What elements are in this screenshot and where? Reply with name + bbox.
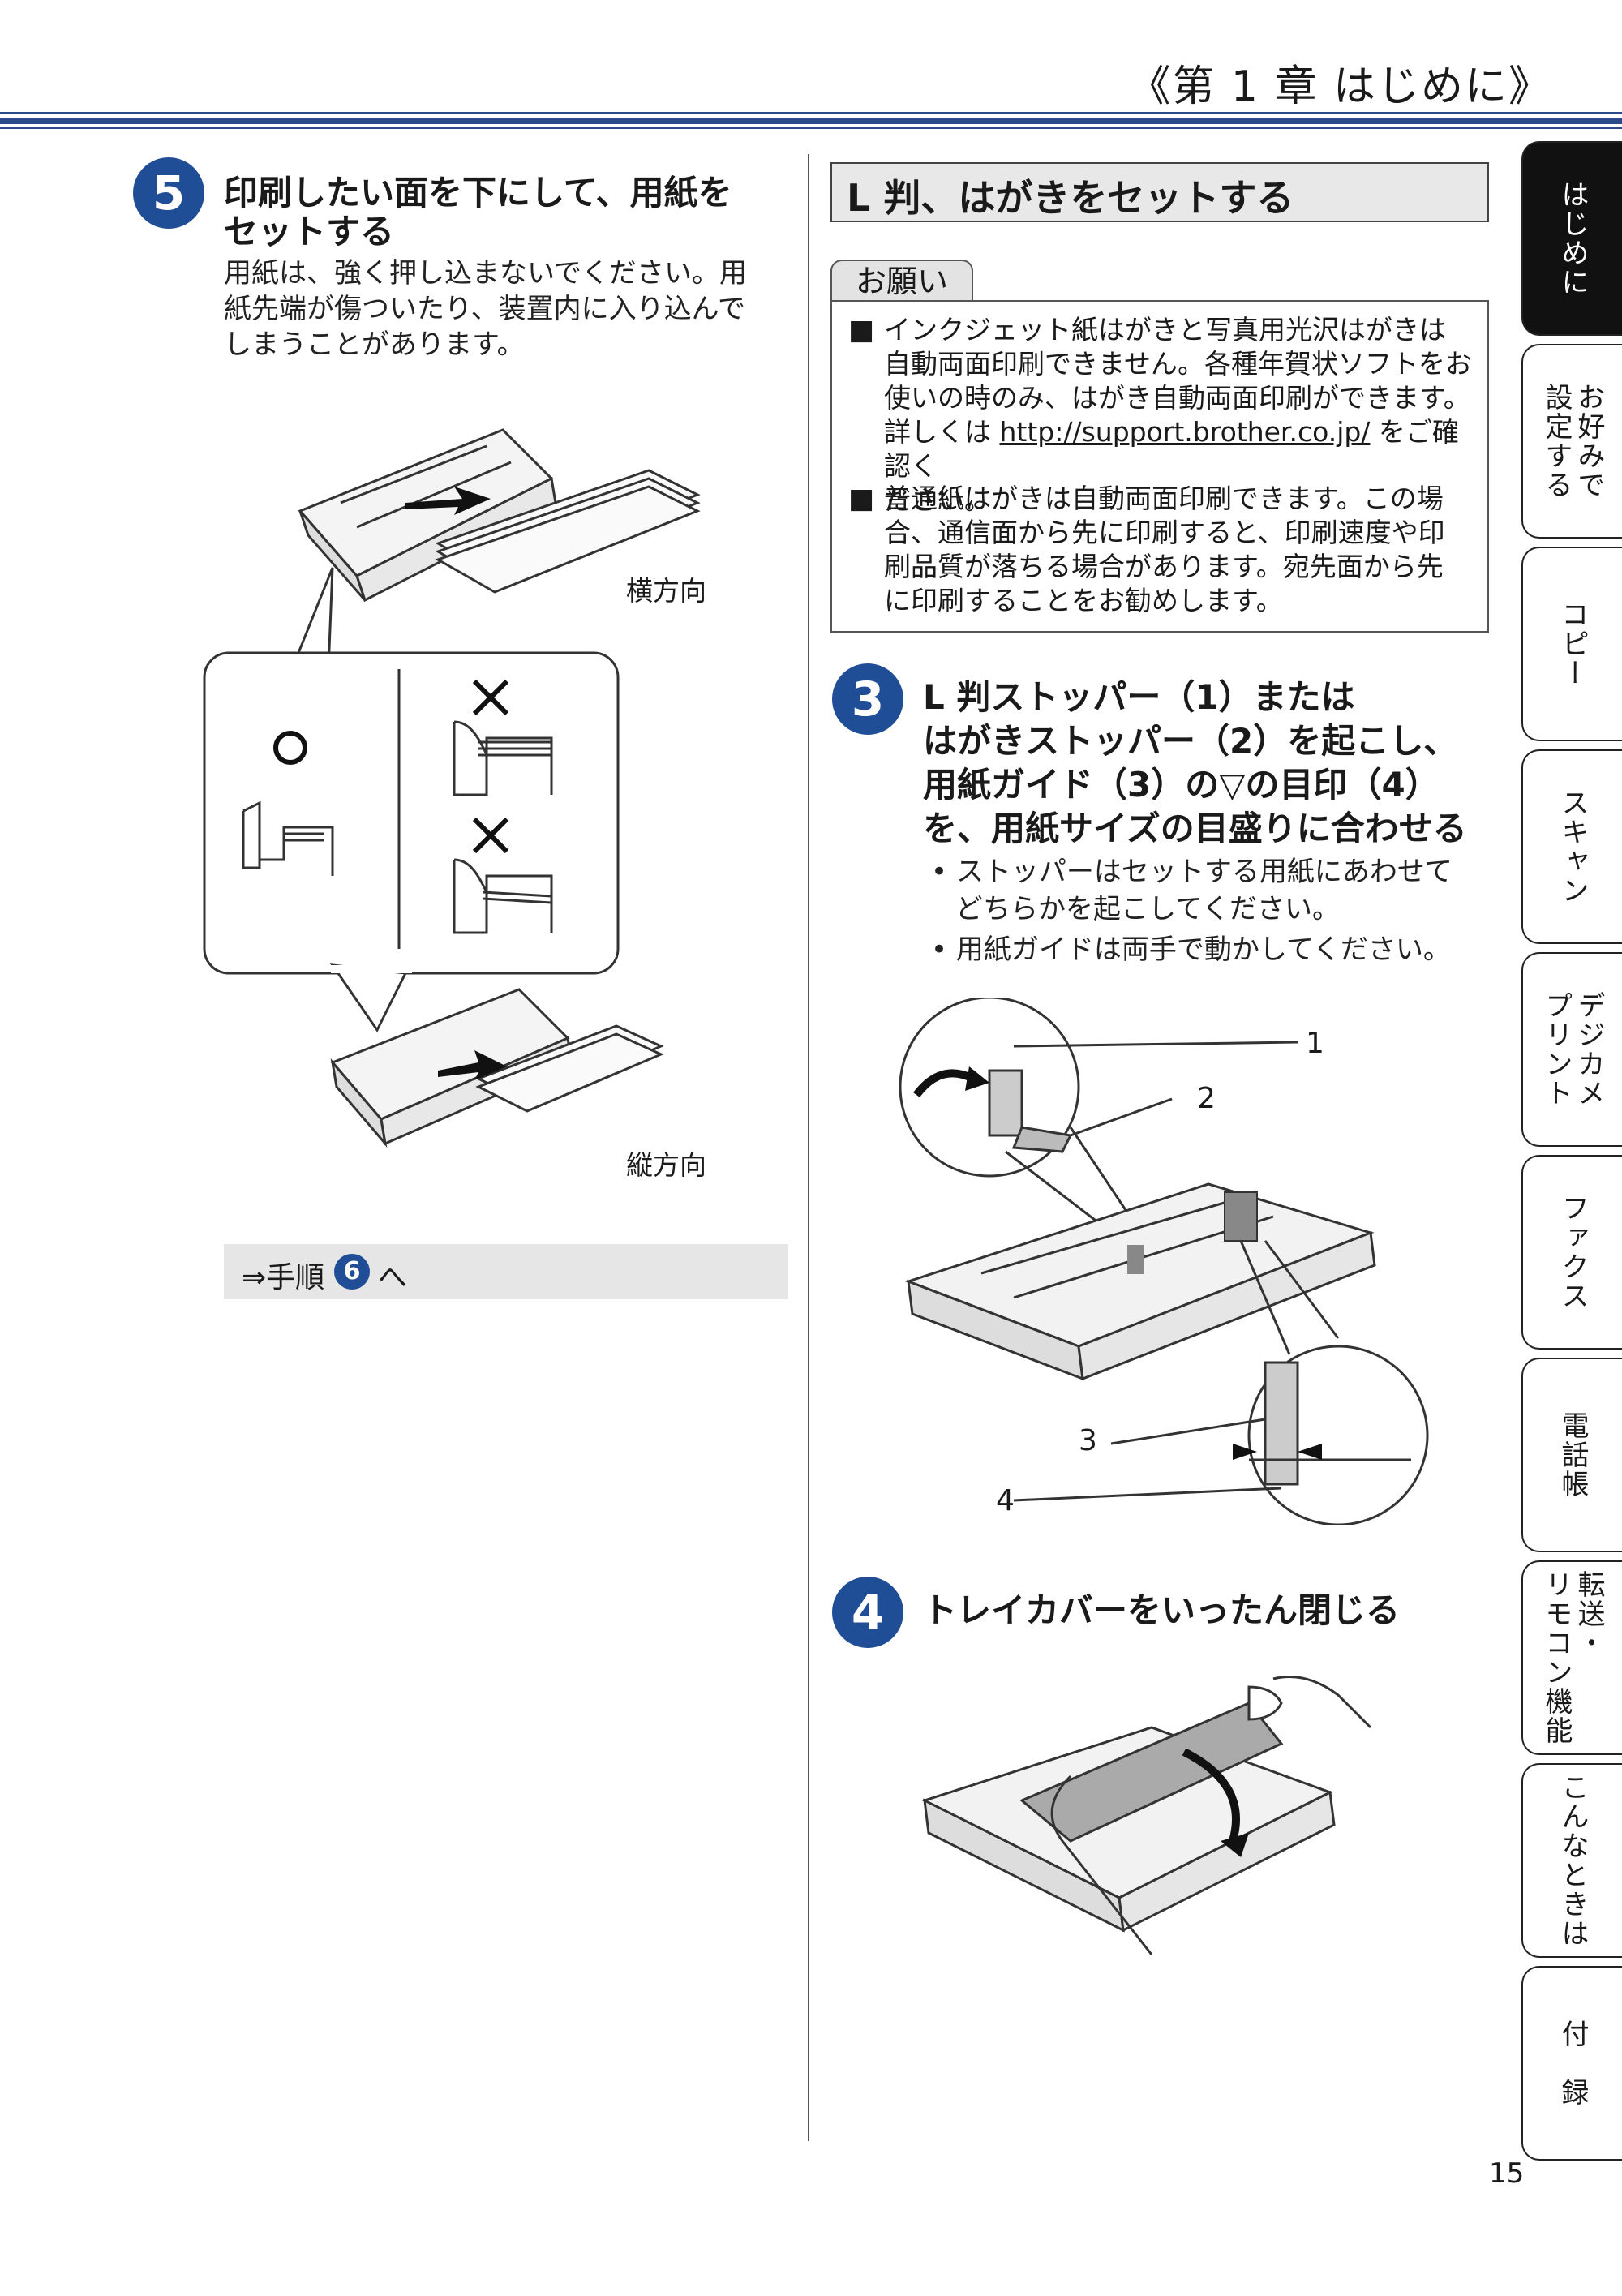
close-tray-cover-illustration [921,1676,1372,1955]
step-5-title-line2: セットする [224,212,395,251]
notice-item-2: ■ 普通紙はがきは自動両面印刷できます。この場 合、通信面から先に印刷すると、印… [848,482,1473,618]
ok-mark [273,731,307,765]
notice-bullet: ■ [848,314,875,346]
side-tab-troubleshooting[interactable]: こんなときは [1521,1763,1622,1958]
notice-item-2-line1: 普通紙はがきは自動両面印刷できます。この場 [884,483,1444,514]
callout-2: 2 [1197,1082,1216,1115]
support-url-link[interactable]: http://support.brother.co.jp/ [999,416,1371,448]
goto-step-badge: 6 [334,1254,370,1290]
step-5-body-line2: 紙先端が傷ついたり、装置内に入り込んで [224,293,745,325]
step-3-badge: 3 [832,663,903,735]
detail-callout-bubble [203,651,620,975]
notice-item-1-line3: 使いの時のみ、はがき自動両面印刷ができます。 [884,382,1470,414]
step-3-bullet-2: • 用紙ガイドは両手で動かしてください。 [931,933,1451,966]
notice-box: ■ インクジェット紙はがきと写真用光沢はがきは 自動両面印刷できません。各種年賀… [830,300,1489,633]
callout-1: 1 [1306,1027,1324,1060]
callout-3: 3 [1079,1424,1097,1457]
side-tab-label: はじめに [1556,180,1589,297]
step-3-bullet-1-line1: ストッパーはセットする用紙にあわせて [955,856,1453,888]
notice-pre-link: 詳しくは [884,416,1000,448]
notice-bullet: ■ [848,483,875,515]
header-rule-bottom [0,127,1622,129]
incorrect-insertion-detail-2 [453,858,553,934]
side-tab-label: 電話帳 [1556,1411,1589,1499]
side-tab-label: スキャン [1556,788,1589,905]
step-5-title-line1: 印刷したい面を下にして、用紙を [224,173,732,212]
step-5-badge: 5 [133,157,204,229]
side-tab-appendix[interactable]: 付 録 [1521,1966,1622,2161]
goto-prefix: ⇒手順 [242,1261,325,1294]
page-number: 15 [1489,2157,1525,2190]
goto-suffix: へ [378,1261,408,1294]
step-3-title-line2: はがきストッパー（2）を起こし、 [923,721,1458,761]
step-3-bullet-2-text: 用紙ガイドは両手で動かしてください。 [955,933,1451,966]
ng-mark-2 [472,817,509,854]
step-5-body-line1: 用紙は、強く押し込まないでください。用 [224,257,747,290]
notice-item-1-line1: インクジェット紙はがきと写真用光沢はがきは [884,314,1446,345]
side-tab-photo-print[interactable]: デジカメ プリント [1521,952,1622,1147]
step-5-body-line3: しまうことがあります。 [224,328,525,361]
notice-item-2-line2: 合、通信面から先に印刷すると、印刷速度や印 [884,517,1445,548]
step-3-title-line1: L 判ストッパー（1）または [923,677,1355,717]
notice-item-1-line4: 詳しくは http://support.brother.co.jp/ をご確認く [884,415,1473,483]
chapter-title: 《第 1 章 はじめに》 [1128,62,1552,111]
side-tab-phonebook[interactable]: 電話帳 [1521,1358,1622,1552]
notice-item-1: ■ インクジェット紙はがきと写真用光沢はがきは 自動両面印刷できません。各種年賀… [848,313,1473,517]
step-4-title: トレイカバーをいったん閉じる [923,1590,1401,1630]
side-tab-label: コピー [1556,600,1589,688]
side-tab-label: 付 録 [1556,2019,1589,2107]
side-tab-copy[interactable]: コピー [1521,547,1622,741]
correct-insertion-detail [242,800,334,876]
column-divider [808,154,809,2141]
tray-portrait-drawing [330,988,664,1148]
header-rule [0,112,1622,114]
ng-mark-1 [472,679,509,716]
goto-step-6-link[interactable]: ⇒手順 6 へ [224,1244,788,1299]
notice-post-link: をご確認く [884,416,1459,482]
section-heading-box: L 判、はがきをセットする [830,162,1489,222]
step-3-title-line3: 用紙ガイド（3）の▽の目印（4） [923,765,1440,805]
header-rule-thick [0,118,1622,124]
side-tab-label: お好みで 設定する [1540,383,1605,500]
side-tab-forwarding-remote[interactable]: 転送・ リモコン機能 [1521,1560,1622,1755]
notice-item-2-line3: 刷品質が落ちる場合があります。宛先面から先 [884,551,1444,582]
paper-tray-illustration [203,428,701,1148]
incorrect-insertion-detail-1 [453,720,553,796]
step-3-bullet-1-line2: どちらかを起こしてください。 [955,893,1340,925]
side-tab-label: デジカメ プリント [1540,991,1605,1108]
step-3-bullet-1: • ストッパーはセットする用紙にあわせて [931,856,1453,888]
notice-item-1-line5: ださい。 [884,484,991,516]
side-tab-label: こんなときは [1556,1773,1589,1948]
step-4-badge: 4 [832,1577,903,1648]
side-tab-label: 転送・ リモコン機能 [1540,1570,1605,1745]
side-tab-fax[interactable]: ファクス [1521,1155,1622,1350]
callout-4: 4 [996,1484,1015,1517]
step-3-title-line4: を、用紙サイズの目盛りに合わせる [923,809,1467,848]
side-tab-preferences[interactable]: お好みで 設定する [1521,344,1622,539]
side-tab-label: ファクス [1556,1194,1589,1311]
notice-label: お願い [830,260,973,302]
notice-item-2-line4: に印刷することをお勧めします。 [884,585,1283,616]
side-tab-scan[interactable]: スキャン [1521,749,1622,944]
side-tab-introduction[interactable]: はじめに [1521,141,1622,336]
tray-guide-illustration [899,998,1429,1525]
notice-item-1-line2: 自動両面印刷できません。各種年賀状ソフトをお [884,348,1473,380]
caption-portrait: 縦方向 [626,1149,706,1181]
caption-landscape: 横方向 [626,575,706,607]
section-title: L 判、はがきをセットする [847,176,1294,220]
